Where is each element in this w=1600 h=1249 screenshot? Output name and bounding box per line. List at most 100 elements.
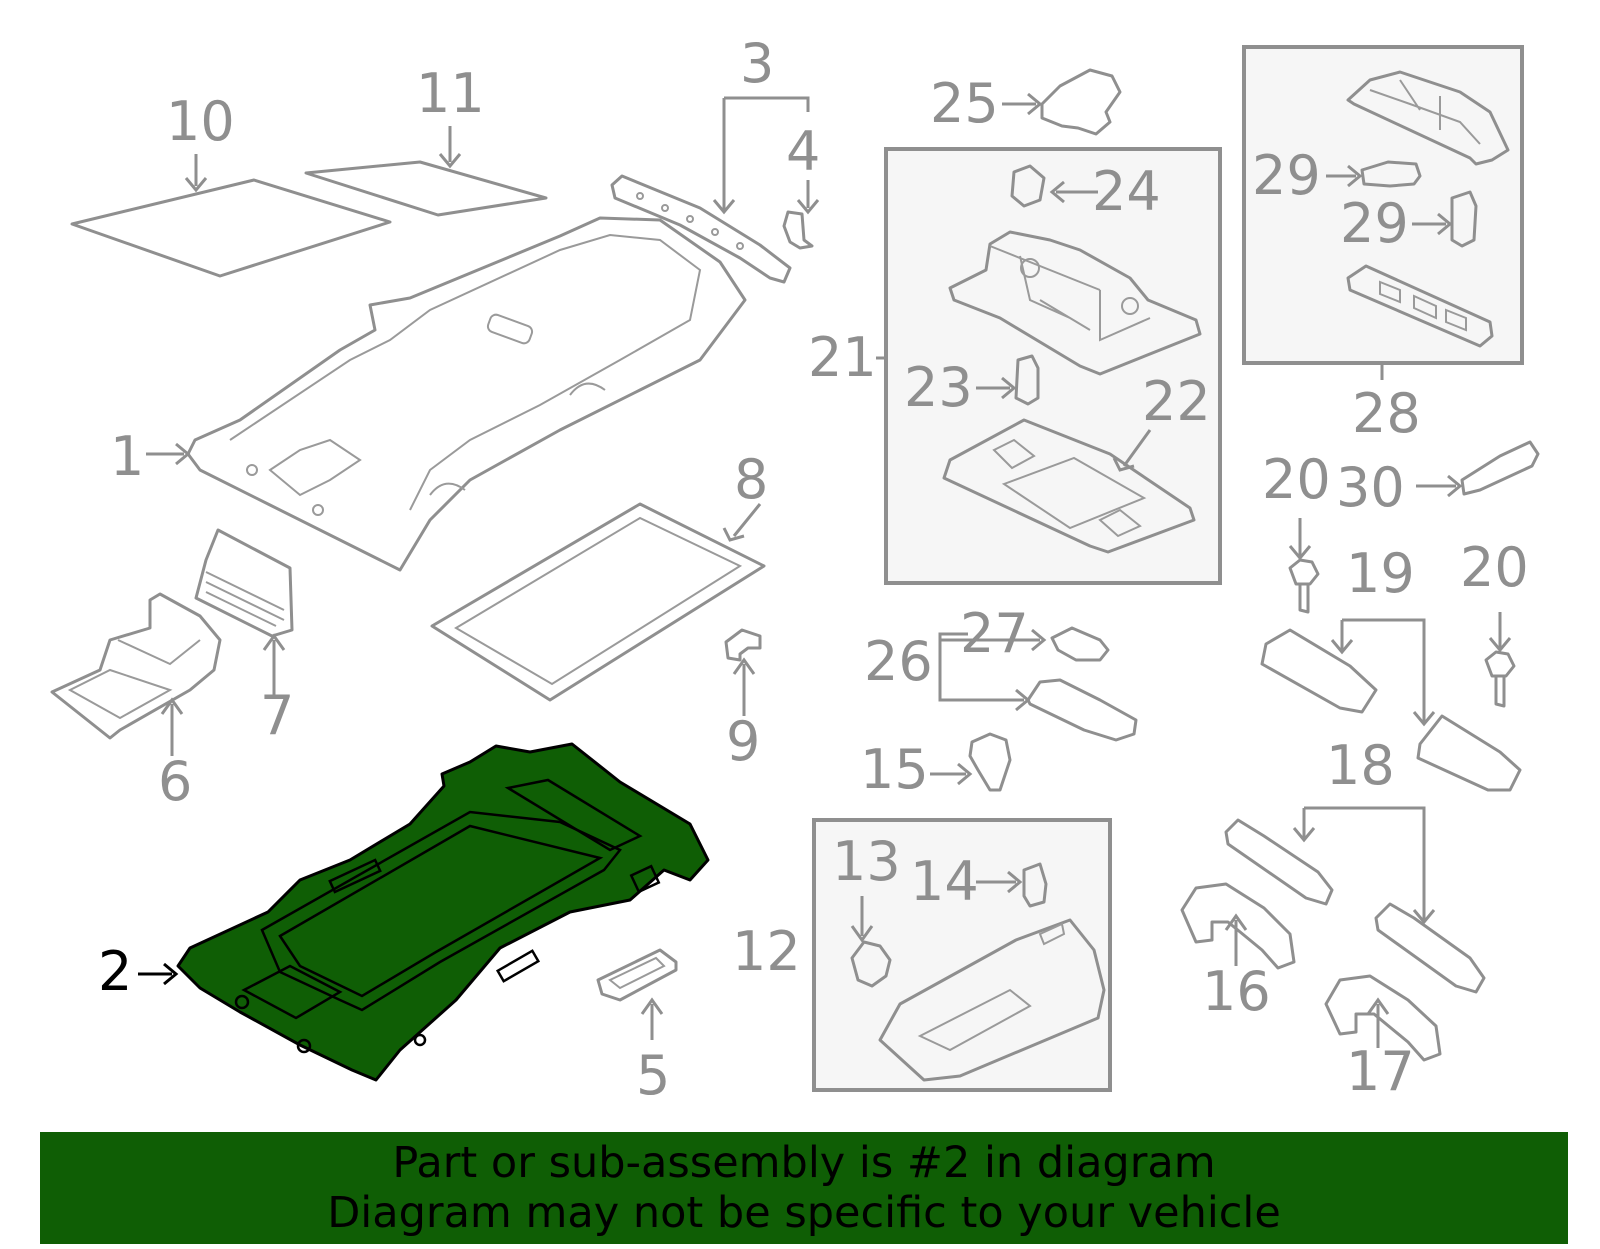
callout-16: 16 [1202,960,1271,1023]
leader-10 [184,154,208,193]
part-10-glass-panel [70,178,392,278]
group-box-12 [812,818,1112,1092]
callout-5: 5 [636,1044,670,1107]
leader-20b [1488,612,1512,653]
leader-4 [796,180,820,215]
leader-1 [146,442,191,466]
leader-17 [1366,997,1390,1048]
part-26-lamp [1026,678,1138,742]
callout-6: 6 [158,750,192,813]
part-18-clip-b [1374,902,1486,994]
callout-8: 8 [734,448,768,511]
callout-2: 2 [98,940,132,1003]
callout-19: 19 [1346,542,1415,605]
part-9-bracket [724,628,762,662]
callout-25: 25 [930,72,999,135]
part-6-console [50,592,222,740]
part-25-switch [1040,68,1122,136]
part-7-grille [194,528,294,638]
part-13-clip [850,940,892,988]
callout-3: 3 [740,32,774,95]
callout-20-right: 20 [1460,536,1529,599]
callout-9: 9 [726,710,760,773]
leader-19 [1330,618,1436,727]
part-3-trim-strip [610,174,792,284]
part-5-lamp-lens [596,948,678,1002]
callout-29-top: 29 [1252,144,1321,207]
banner-line-1: Part or sub-assembly is #2 in diagram [392,1138,1216,1188]
callout-18: 18 [1326,734,1395,797]
leader-6 [160,697,184,756]
leader-26-27 [938,628,1047,712]
callout-27: 27 [960,602,1029,665]
leader-30 [1416,474,1463,498]
leader-29b [1412,212,1453,236]
part-15-socket [968,732,1012,792]
callout-numbers: 1 2 3 4 5 6 7 8 9 10 11 12 13 14 15 16 1… [98,32,1529,1107]
callout-23: 23 [904,356,973,419]
leader-8 [722,503,762,542]
leader-22 [1112,429,1152,472]
part-20-screw-right [1484,650,1516,708]
leader-7 [262,633,286,696]
callout-17: 17 [1346,1040,1415,1103]
part-4-clip [782,210,814,250]
leader-15 [930,762,973,786]
part-16-grab-handle [1180,882,1296,970]
group-box-21 [884,147,1222,585]
part-18-clip-a [1224,818,1334,906]
part-30-cover [1460,440,1540,496]
callout-26: 26 [864,630,933,693]
callout-10: 10 [166,90,235,153]
callout-20-left: 20 [1262,448,1331,511]
part-28-console-assembly [1346,70,1510,166]
part-28-lens [1346,264,1494,348]
leader-25 [1002,92,1043,116]
part-20-screw-left [1288,558,1320,614]
leader-3 [712,96,810,215]
callout-21: 21 [808,326,877,389]
part-12-sun-visor [878,918,1106,1082]
part-29-bulb-b [1450,190,1478,248]
leader-21 [876,340,888,360]
info-banner: Part or sub-assembly is #2 in diagram Di… [40,1132,1568,1244]
leader-5 [640,997,664,1040]
part-8-sunroof-frame [430,502,766,702]
callout-22: 22 [1142,370,1211,433]
leader-13 [850,896,874,943]
banner-line-2: Diagram may not be specific to your vehi… [327,1188,1281,1238]
callout-29-bottom: 29 [1340,192,1409,255]
callout-15: 15 [860,738,929,801]
part-19-bracket-a [1260,628,1378,714]
part-17-grab-handle [1324,974,1442,1062]
leader-9 [732,657,756,716]
part-19-bracket-b [1416,714,1522,792]
leader-29a [1326,164,1363,188]
leader-lines [138,92,1512,1048]
callout-1: 1 [110,425,144,488]
part-29-bulb-a [1360,160,1422,188]
leader-24 [1049,180,1098,204]
callout-11: 11 [416,62,485,125]
callout-30: 30 [1336,456,1405,519]
leader-14 [976,870,1023,894]
part-14-clip [1022,862,1048,908]
leader-11 [438,126,462,169]
callout-28: 28 [1352,382,1421,445]
leader-16 [1224,913,1248,966]
part-27-bulb [1050,626,1110,662]
callout-14: 14 [910,850,979,913]
part-2-headliner-highlighted [176,742,710,1082]
callout-12: 12 [732,920,801,983]
part-21-map-light-housing [948,230,1202,376]
leader-2 [138,962,179,986]
callout-7: 7 [260,684,294,747]
part-1-headliner [186,216,747,572]
callout-24: 24 [1092,160,1161,223]
leader-18 [1292,806,1436,925]
leader-20a [1288,518,1312,561]
part-22-lamp-cover [942,418,1196,554]
callout-13: 13 [832,830,901,893]
part-11-sunshade [304,160,548,217]
